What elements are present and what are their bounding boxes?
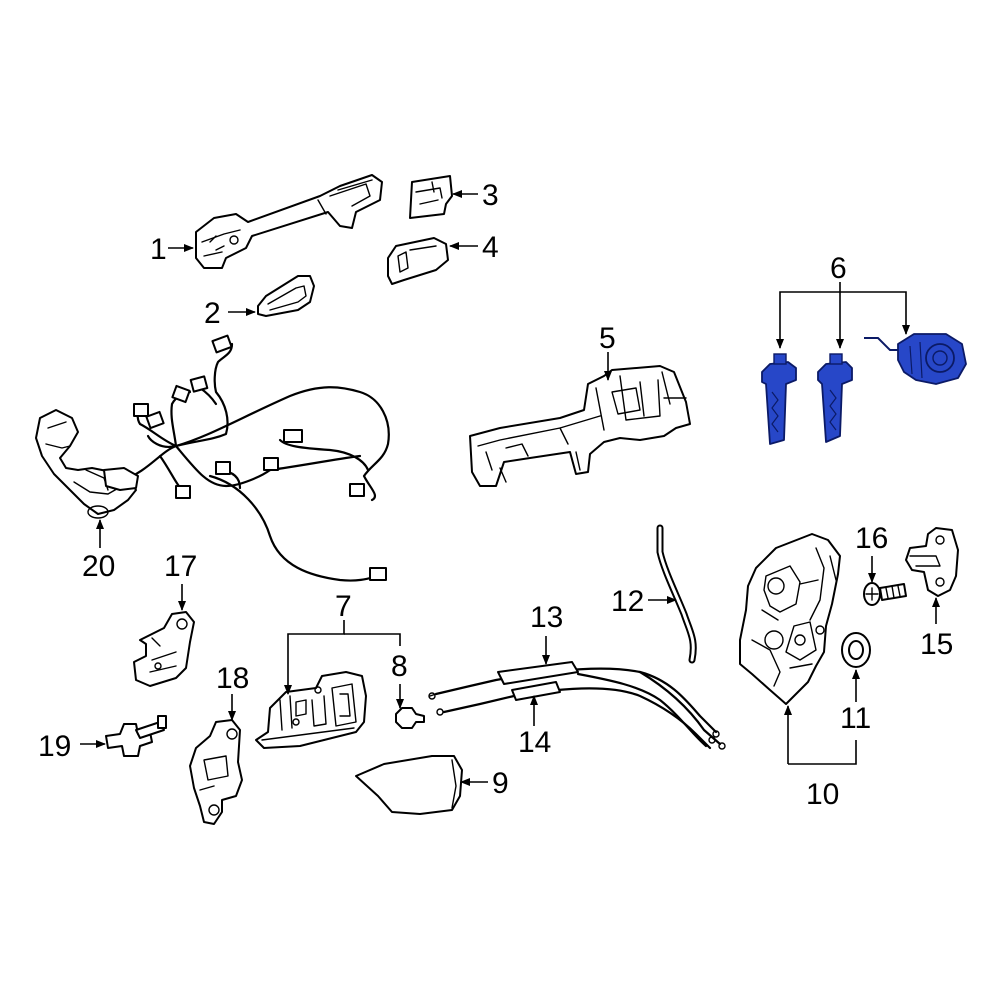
callout-4: 4 [482, 231, 499, 264]
part-20-wire-harness[interactable] [35, 334, 390, 582]
part-13-cable[interactable] [428, 661, 726, 750]
part-2-handle-pad[interactable] [257, 275, 315, 317]
part-16-screw[interactable] [863, 582, 907, 606]
part-15-striker[interactable] [905, 527, 959, 597]
callout-19: 19 [38, 730, 71, 763]
part-10-door-lock[interactable] [739, 533, 841, 705]
part-6-lock-cylinder-set[interactable] [761, 333, 967, 445]
key-blank-left[interactable] [761, 353, 797, 445]
part-12-rod[interactable] [656, 524, 697, 664]
callout-9: 9 [492, 767, 509, 800]
part-18-bracket[interactable] [189, 719, 243, 825]
callout-labels: 1 2 3 4 5 6 7 8 9 10 11 12 13 14 15 16 1… [38, 179, 953, 811]
callout-20: 20 [82, 550, 115, 583]
part-8-cap[interactable] [395, 707, 425, 729]
part-17-bracket[interactable] [133, 611, 195, 687]
part-3-bracket[interactable] [409, 175, 453, 219]
key-blank-right[interactable] [817, 353, 853, 443]
leader-lines [80, 190, 940, 786]
lock-cylinder-body[interactable] [864, 333, 967, 385]
callout-11: 11 [840, 702, 871, 735]
callout-6: 6 [830, 252, 847, 285]
part-11-washer[interactable] [841, 632, 871, 668]
callout-2: 2 [204, 297, 221, 330]
callout-5: 5 [599, 322, 616, 355]
part-9-pad[interactable] [355, 755, 463, 815]
part-4-cap[interactable] [387, 237, 449, 285]
callout-1: 1 [150, 233, 167, 266]
part-5-handle-frame[interactable] [469, 365, 691, 487]
callout-13: 13 [530, 601, 563, 634]
callout-15: 15 [920, 628, 953, 661]
part-1-outside-handle[interactable] [195, 174, 383, 269]
callout-10: 10 [806, 778, 839, 811]
part-19-clip[interactable] [105, 715, 167, 757]
callout-8: 8 [391, 650, 408, 683]
part-7-inside-handle[interactable] [255, 671, 367, 749]
callout-7: 7 [335, 590, 352, 623]
callout-17: 17 [164, 550, 197, 583]
callout-18: 18 [216, 662, 249, 695]
callout-3: 3 [482, 179, 499, 212]
callout-12: 12 [611, 585, 644, 618]
part-14-cable[interactable] [436, 672, 716, 750]
callout-14: 14 [518, 726, 551, 759]
callout-16: 16 [855, 522, 888, 555]
